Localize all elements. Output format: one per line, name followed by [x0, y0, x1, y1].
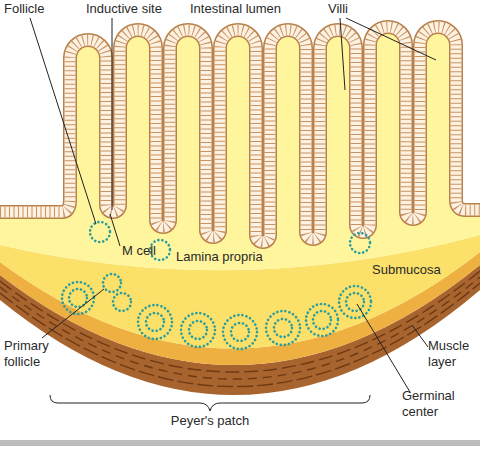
part-label: Follicle [4, 1, 74, 17]
part-label: Germinal center [402, 388, 472, 420]
leader-line [42, 289, 104, 338]
part-label: Intestinal lumen [190, 1, 320, 17]
primary-follicle [103, 274, 121, 292]
leader-line [112, 18, 113, 210]
follicle-group [62, 222, 371, 349]
follicle [350, 233, 370, 253]
part-label: Peyer's patch [150, 413, 270, 429]
leader-lines [30, 18, 436, 392]
leader-line [110, 214, 120, 246]
primary-follicle [113, 293, 131, 311]
follicle [90, 222, 110, 242]
follicle [223, 315, 257, 349]
germinal-center [189, 321, 207, 339]
leader-line [357, 304, 410, 392]
part-label: Primary follicle [4, 338, 66, 370]
leader-line [412, 325, 428, 347]
part-label: Lamina propria [176, 249, 286, 265]
germinal-center [231, 323, 249, 341]
follicle [339, 286, 371, 318]
germinal-center [146, 313, 164, 331]
follicle [306, 304, 338, 336]
germinal-center [274, 319, 292, 337]
bottom-rule [0, 440, 480, 446]
epithelium-cell-walls [0, 27, 480, 242]
bracket [50, 395, 370, 411]
epithelium-outline [0, 27, 480, 242]
leader-line [340, 18, 345, 90]
part-label: Submucosa [372, 262, 462, 278]
part-label: Villi [328, 1, 368, 17]
follicle [181, 313, 215, 347]
part-label: Inductive site [86, 1, 186, 17]
follicle [138, 305, 172, 339]
leader-line [346, 18, 436, 60]
epithelium [0, 27, 480, 242]
part-label: Muscle layer [428, 338, 480, 370]
epithelium-cells [0, 27, 480, 242]
leader-line [30, 18, 96, 224]
part-label: M cell [122, 243, 182, 259]
follicle [266, 311, 300, 345]
germinal-center [313, 311, 331, 329]
germinal-center [346, 293, 364, 311]
